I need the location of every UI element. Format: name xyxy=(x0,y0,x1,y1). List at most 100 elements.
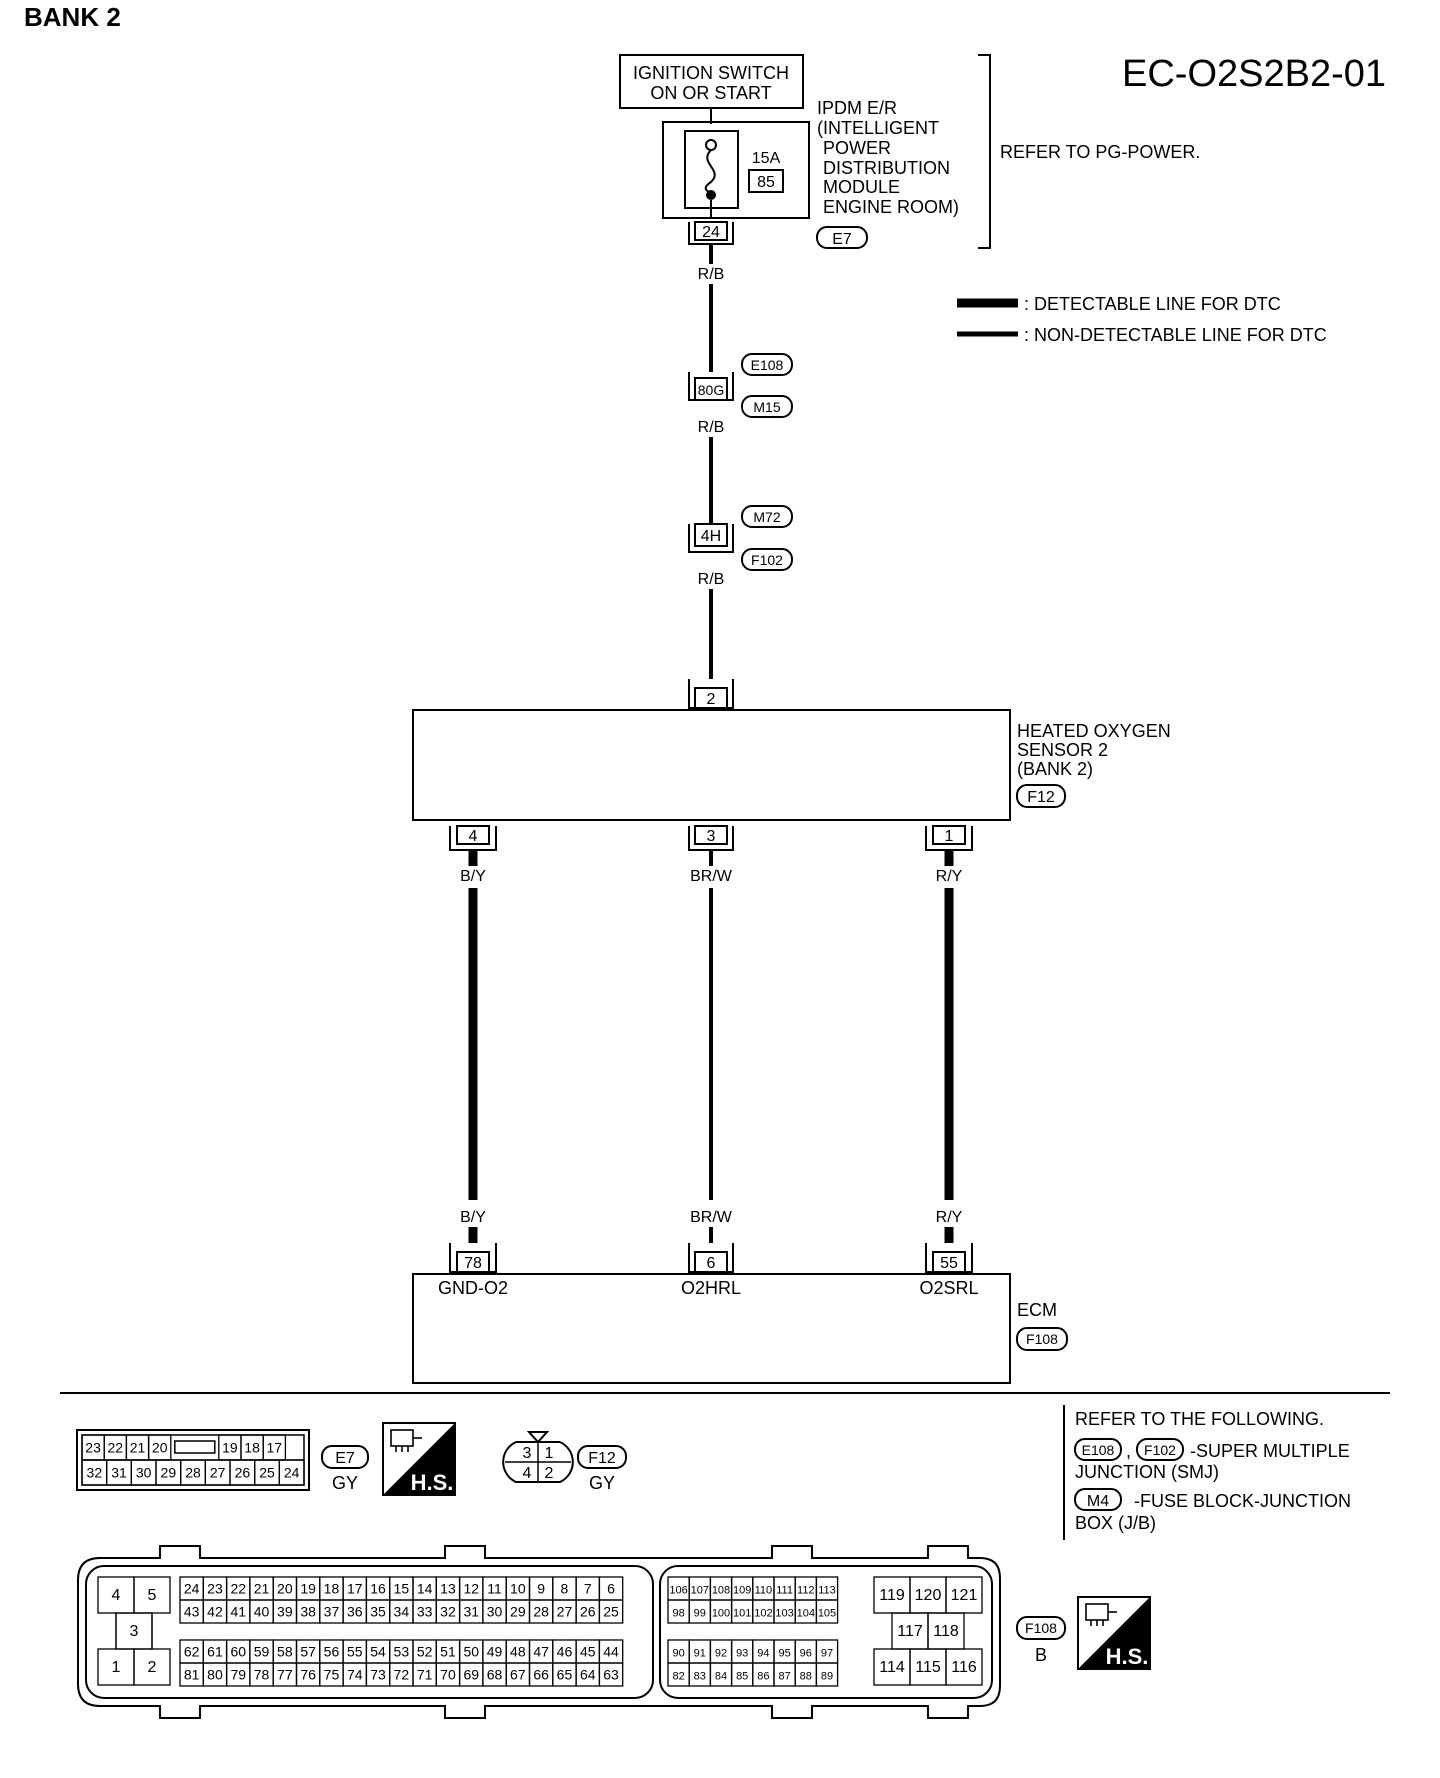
e7-blank-slot xyxy=(174,1440,216,1454)
f108-pin: 50 xyxy=(458,1639,484,1664)
f108-pin: 60 xyxy=(225,1639,251,1664)
f108-pin: 7 xyxy=(575,1576,601,1601)
svg-text:85: 85 xyxy=(736,1671,748,1683)
f108-pin: 23 xyxy=(202,1576,228,1601)
ipdm-connector-name: E7 xyxy=(832,231,852,248)
f108-pin: 18 xyxy=(319,1576,344,1601)
f108-pin: 70 xyxy=(435,1662,461,1687)
f108-pin: 107 xyxy=(688,1576,712,1601)
f108-pin: 104 xyxy=(794,1599,818,1624)
svg-text:20: 20 xyxy=(152,1440,168,1456)
f108-pin: 41 xyxy=(225,1599,251,1624)
svg-text:76: 76 xyxy=(300,1667,316,1683)
svg-text:71: 71 xyxy=(417,1667,433,1683)
f108-pin: 120 xyxy=(909,1576,947,1614)
ipdm-label-line1: IPDM E/R xyxy=(817,98,897,118)
svg-text:40: 40 xyxy=(254,1604,270,1620)
svg-text:8: 8 xyxy=(561,1581,569,1597)
refer-heading: REFER TO THE FOLLOWING. xyxy=(1075,1409,1324,1429)
f12-pin-4: 4 xyxy=(523,1465,532,1482)
connector-tag-e108-label: E108 xyxy=(751,357,784,373)
svg-text:101: 101 xyxy=(733,1608,751,1620)
f108-pin: 64 xyxy=(575,1662,601,1687)
f108-pin: 39 xyxy=(272,1599,298,1624)
svg-text:90: 90 xyxy=(672,1648,684,1660)
connector-plug-icon-2 xyxy=(1085,1603,1117,1626)
svg-text:30: 30 xyxy=(487,1604,503,1620)
svg-text:11: 11 xyxy=(487,1581,502,1597)
svg-text:98: 98 xyxy=(672,1608,684,1620)
f108-pin: 40 xyxy=(249,1599,274,1624)
ipdm-label-line6: ENGINE ROOM) xyxy=(823,197,959,217)
e7-pin: 24 xyxy=(278,1459,305,1486)
f108-pin: 52 xyxy=(412,1639,437,1664)
sensor-pin-4: 4 xyxy=(469,828,478,845)
svg-text:42: 42 xyxy=(207,1604,223,1620)
f108-pin: 106 xyxy=(667,1576,690,1601)
svg-text:29: 29 xyxy=(161,1465,177,1481)
svg-text:55: 55 xyxy=(347,1644,363,1660)
f108-pin: 91 xyxy=(688,1639,712,1664)
wire-label-ry-top: R/Y xyxy=(936,868,963,885)
svg-text:66: 66 xyxy=(533,1667,549,1683)
f12-pin-2: 2 xyxy=(545,1465,554,1482)
f108-pin: 10 xyxy=(505,1576,531,1601)
svg-text:21: 21 xyxy=(130,1440,146,1456)
svg-text:59: 59 xyxy=(254,1644,270,1660)
svg-text:32: 32 xyxy=(87,1465,103,1481)
f108-pin: 116 xyxy=(945,1648,983,1686)
f108-pin: 21 xyxy=(249,1576,274,1601)
f108-pin: 67 xyxy=(505,1662,531,1687)
svg-text:18: 18 xyxy=(324,1581,340,1597)
ipdm-terminal: 24 xyxy=(688,221,734,245)
svg-text:108: 108 xyxy=(712,1585,730,1597)
svg-text:34: 34 xyxy=(394,1604,410,1620)
svg-text:82: 82 xyxy=(672,1671,684,1683)
svg-text:60: 60 xyxy=(230,1644,246,1660)
sensor-terminal-4: 4 xyxy=(449,825,497,851)
sensor-label-line2: SENSOR 2 xyxy=(1017,740,1108,760)
ecm-connector-name: F108 xyxy=(1026,1331,1058,1347)
connector-tag-f102-label: F102 xyxy=(751,552,783,568)
connector-tag-m15-label: M15 xyxy=(753,399,780,415)
svg-text:79: 79 xyxy=(230,1667,246,1683)
connector-plug-icon xyxy=(390,1429,422,1452)
f108-pin: 43 xyxy=(179,1599,204,1624)
fuse-number: 85 xyxy=(757,174,775,191)
svg-text:32: 32 xyxy=(440,1604,456,1620)
connector-tag-f102: F102 xyxy=(741,548,793,571)
ipdm-module: 15A 85 xyxy=(662,121,810,219)
svg-text:100: 100 xyxy=(712,1608,730,1620)
f108-pin: 51 xyxy=(435,1639,461,1664)
svg-text:26: 26 xyxy=(235,1465,251,1481)
svg-text:49: 49 xyxy=(487,1644,503,1660)
f108-pin: 63 xyxy=(598,1662,624,1687)
f108-pin: 65 xyxy=(552,1662,577,1687)
svg-text:84: 84 xyxy=(715,1671,727,1683)
f108-pin: 9 xyxy=(528,1576,554,1601)
connector-face-f12: 3 1 4 2 xyxy=(502,1431,574,1483)
svg-text:31: 31 xyxy=(111,1465,127,1481)
svg-text:53: 53 xyxy=(394,1644,410,1660)
f108-pin: 17 xyxy=(342,1576,368,1601)
f108-pin: 8 xyxy=(552,1576,577,1601)
e7-pin: 23 xyxy=(81,1434,105,1461)
f108-pin: 87 xyxy=(773,1662,796,1687)
svg-text:29: 29 xyxy=(510,1604,526,1620)
f108-pin: 22 xyxy=(225,1576,251,1601)
connector-tag-e7: E7 xyxy=(321,1445,369,1469)
f108-pin: 12 xyxy=(458,1576,484,1601)
svg-text:4: 4 xyxy=(112,1587,121,1604)
f108-pin: 97 xyxy=(815,1639,839,1664)
svg-text:18: 18 xyxy=(244,1440,260,1456)
f108-pin: 88 xyxy=(794,1662,818,1687)
f108-pin: 46 xyxy=(552,1639,577,1664)
f108-pin: 77 xyxy=(272,1662,298,1687)
f108-pin: 102 xyxy=(752,1599,775,1624)
connector-tag-f12-label: F12 xyxy=(588,1450,616,1467)
f108-pin: 85 xyxy=(730,1662,754,1687)
svg-text:23: 23 xyxy=(207,1581,223,1597)
svg-text:6: 6 xyxy=(607,1581,615,1597)
